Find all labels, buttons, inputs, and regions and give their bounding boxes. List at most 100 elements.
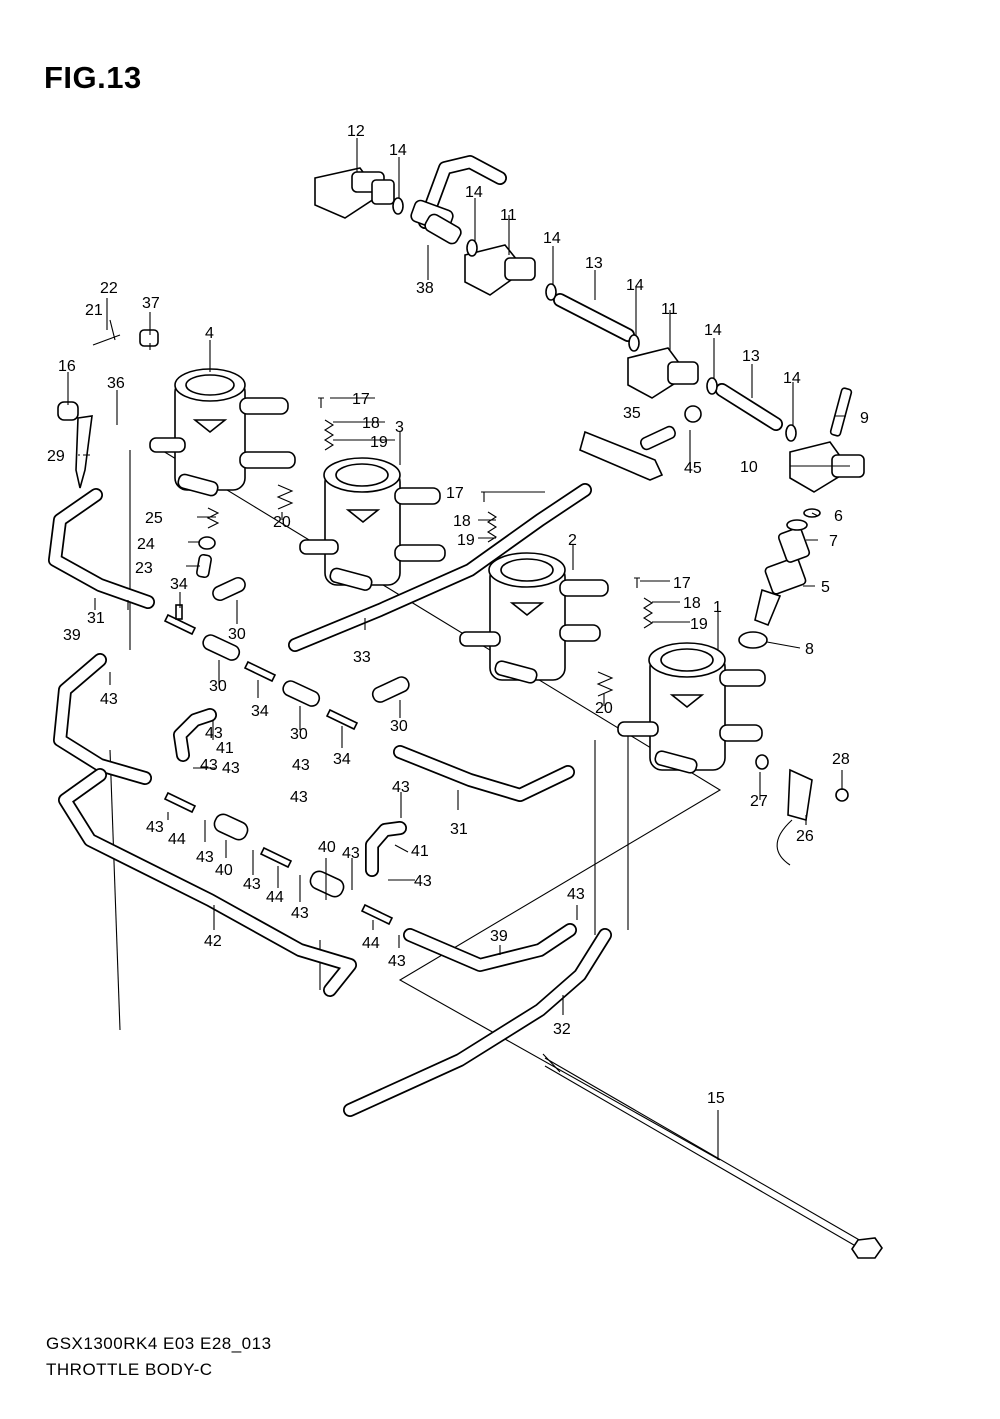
callout-40a: 40 [215,862,233,879]
callout-25: 25 [145,510,163,527]
callout-9: 9 [860,410,869,427]
callout-33: 33 [353,649,371,666]
callout-22: 22 [100,280,118,297]
callout-28: 28 [832,751,850,768]
leader-lines [67,138,850,1160]
throttle-body-2 [459,552,609,684]
callout-13a: 13 [585,255,603,272]
callout-12: 12 [347,123,365,140]
throttle-body-4 [149,368,296,497]
callout-26: 26 [796,828,814,845]
callout-43o: 43 [200,757,218,774]
callout-43h: 43 [291,905,309,922]
callout-43g: 43 [290,789,308,806]
callout-43m: 43 [567,886,585,903]
callout-39a: 39 [63,627,81,644]
callout-29: 29 [47,448,65,465]
callout-27: 27 [750,793,768,810]
callout-41a: 41 [216,740,234,757]
callout-11b: 11 [661,301,678,318]
throttle-body-3 [299,457,446,591]
throttle-body-1 [617,642,766,774]
callout-44b: 44 [266,889,284,906]
figure-title: FIG.13 [44,60,142,95]
callout-43n: 43 [292,757,310,774]
callout-10: 10 [740,459,758,476]
callout-43l: 43 [388,953,406,970]
callout-11a: 11 [500,207,517,224]
callout-43a: 43 [100,691,118,708]
callout-23: 23 [135,560,153,577]
callout-3: 3 [395,419,404,436]
callout-21: 21 [85,302,103,319]
callout-15: 15 [707,1090,725,1107]
fuel-injector [738,508,821,649]
callout-2: 2 [568,532,577,549]
callout-30a: 30 [228,626,246,643]
callout-31b: 31 [450,821,468,838]
callout-18c: 18 [683,595,701,612]
callout-34a: 34 [170,576,188,593]
callout-14d: 14 [626,277,644,294]
callout-39b: 39 [490,928,508,945]
callout-16: 16 [58,358,76,375]
callout-43k: 43 [414,873,432,890]
callout-36: 36 [107,375,125,392]
callout-30d: 30 [390,718,408,735]
callout-17a: 17 [352,391,370,408]
callout-4: 4 [205,325,214,342]
hoses [48,483,612,1117]
callout-24: 24 [137,536,155,553]
callout-43b: 43 [205,725,223,742]
callout-13b: 13 [742,348,760,365]
callout-6: 6 [834,508,843,525]
callout-34c: 34 [333,751,351,768]
bracket-35 [579,405,702,481]
callout-40b: 40 [318,839,336,856]
callout-1: 1 [713,599,722,616]
callout-18b: 18 [453,513,471,530]
callout-18a: 18 [362,415,380,432]
callout-17b: 17 [446,485,464,502]
callout-43c: 43 [222,760,240,777]
model-code: GSX1300RK4 E03 E28_013 [46,1334,272,1353]
callout-45: 45 [684,460,702,477]
callout-44c: 44 [362,935,380,952]
callout-14a: 14 [389,142,407,159]
short-hoses [202,576,410,898]
callout-19c: 19 [690,616,708,633]
callout-5: 5 [821,579,830,596]
callout-30c: 30 [290,726,308,743]
callout-7: 7 [829,533,838,550]
callout-14f: 14 [783,370,801,387]
callout-20a: 20 [273,514,291,531]
callout-8: 8 [805,641,814,658]
callout-38: 38 [416,280,434,297]
small-parts [57,319,883,1259]
callout-43f: 43 [243,876,261,893]
callout-14c: 14 [543,230,561,247]
callout-43d: 43 [146,819,164,836]
section-name: THROTTLE BODY-C [46,1360,213,1379]
t-joints [163,604,394,926]
callout-44a: 44 [168,831,186,848]
callout-31a: 31 [87,610,105,627]
callout-35: 35 [623,405,641,422]
callout-43i: 43 [342,845,360,862]
callout-14b: 14 [465,184,483,201]
callout-19a: 19 [370,434,388,451]
callout-42: 42 [204,933,222,950]
callout-14e: 14 [704,322,722,339]
callout-43j: 43 [392,779,410,796]
callout-30b: 30 [209,678,227,695]
callout-43e: 43 [196,849,214,866]
callout-17c: 17 [673,575,691,592]
callout-34b: 34 [251,703,269,720]
callout-37: 37 [142,295,160,312]
callout-32: 32 [553,1021,571,1038]
callout-19b: 19 [457,532,475,549]
assembly-lines [109,447,722,1161]
callout-20b: 20 [595,700,613,717]
callout-labels: 1 2 3 4 5 6 7 8 9 10 11 11 12 13 13 14 1… [47,123,869,1107]
